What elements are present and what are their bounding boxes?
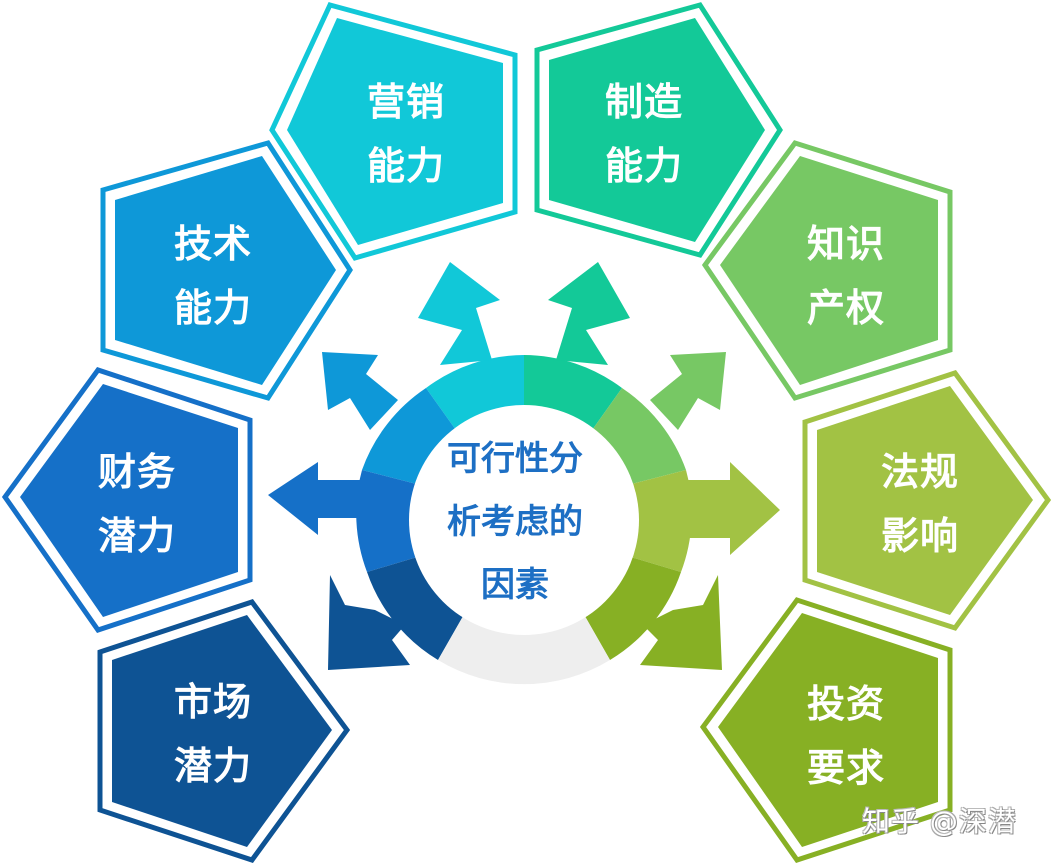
arrow-finance-icon — [268, 462, 365, 535]
pentagon-marketing — [269, 2, 518, 261]
factor-label-technology: 技术 能力 — [153, 212, 273, 340]
factor-label-line: 要求 — [806, 746, 885, 790]
arrow-investment-icon — [640, 575, 722, 670]
factor-label-line: 影响 — [880, 514, 959, 558]
arrow-ip-icon — [650, 352, 726, 430]
factor-label-line: 知识 — [806, 222, 885, 266]
center-title: 可行性分 析考虑的 因素 — [420, 428, 610, 617]
factor-label-line: 投资 — [806, 682, 885, 726]
arrow-market-icon — [328, 575, 410, 670]
pentagon-manufacturing — [534, 2, 783, 258]
factor-label-line: 能力 — [173, 286, 252, 330]
factor-label-line: 法规 — [880, 450, 959, 494]
arrow-technology-icon — [322, 352, 398, 430]
pentagon-finance — [1, 367, 253, 633]
factor-label-manufacturing: 制造 能力 — [584, 70, 704, 198]
pentagon-technology — [100, 140, 353, 401]
arrow-manufacturing-icon — [548, 262, 630, 365]
factor-label-regulation: 法规 影响 — [860, 440, 980, 568]
factor-label-line: 产权 — [806, 286, 885, 330]
factor-label-line: 技术 — [173, 222, 252, 266]
center-title-line: 可行性分 — [447, 439, 583, 479]
pentagon-regulation — [802, 370, 1052, 631]
arrows — [268, 262, 780, 670]
factor-label-marketing: 营销 能力 — [346, 70, 466, 198]
factor-label-ip: 知识 产权 — [786, 212, 906, 340]
center-wheel — [356, 355, 692, 685]
factor-label-line: 制造 — [604, 80, 683, 124]
pentagon-ip — [701, 140, 953, 401]
center-title-line: 因素 — [481, 565, 549, 605]
center-circle — [409, 405, 639, 635]
arrow-marketing-icon — [418, 262, 500, 365]
arrow-regulation-icon — [683, 462, 780, 555]
factor-label-line: 能力 — [604, 144, 683, 188]
factor-label-line: 潜力 — [97, 514, 176, 558]
factor-label-line: 营销 — [366, 80, 445, 124]
factor-label-market: 市场 潜力 — [153, 670, 273, 798]
factor-label-line: 能力 — [366, 144, 445, 188]
factor-label-line: 市场 — [173, 680, 252, 724]
factor-label-line: 财务 — [97, 450, 176, 494]
center-title-line: 析考虑的 — [447, 502, 583, 542]
factor-label-finance: 财务 潜力 — [77, 440, 197, 568]
watermark: 知乎 @深潜 — [862, 805, 1017, 838]
pentagon-investment — [699, 597, 953, 863]
factor-label-line: 潜力 — [173, 744, 252, 788]
factor-label-investment: 投资 要求 — [786, 672, 906, 800]
pentagon-market — [97, 599, 351, 863]
